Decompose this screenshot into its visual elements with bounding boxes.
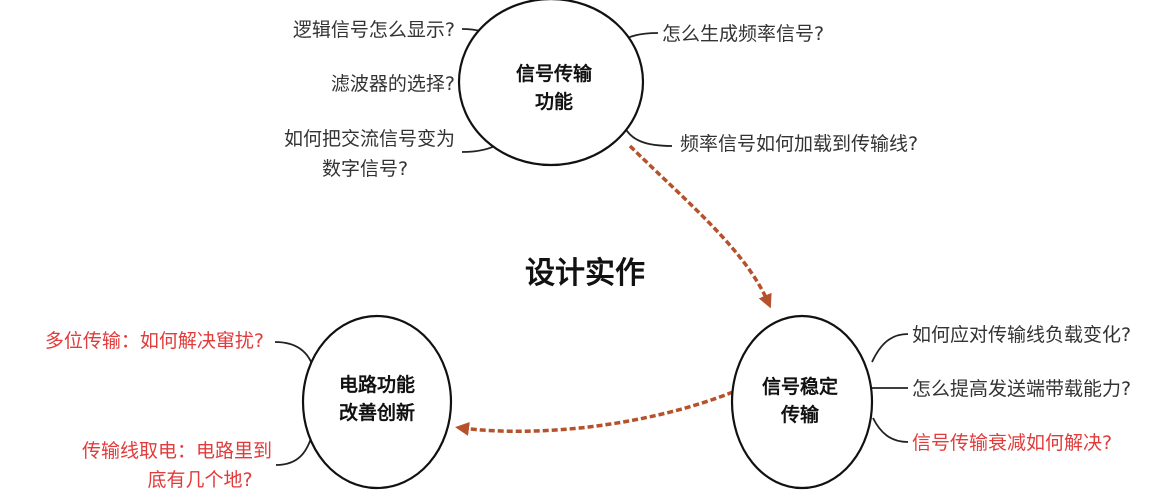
node-improve-line2: 改善创新 [339,401,415,424]
node-transmission-line1: 信号传输 [516,62,593,85]
node-improve-circle [301,314,453,490]
question-text-highlight: 传输线取电：电路里到 [82,440,272,462]
question-text-highlight: 底有几个地? [147,469,252,491]
connector [275,431,314,466]
node-improve-line1: 电路功能 [339,373,415,396]
node-transmission-line2: 功能 [535,90,573,113]
question-text: 滤波器的选择? [331,73,455,95]
node-stable-line2: 传输 [780,403,820,426]
flow-arrow-to-stable [628,144,772,309]
node-stable-line1: 信号稳定 [762,375,838,398]
question-text: 频率信号如何加载到传输线? [680,133,918,155]
question-text: 怎么提高发送端带载能力? [912,378,1131,400]
question-text-highlight: 多位传输：如何解决窜扰? [45,330,264,352]
node-transmission-circle [457,0,645,167]
connector [624,127,673,147]
connector [872,417,909,443]
question-text: 数字信号? [322,158,408,180]
question-text: 逻辑信号怎么显示? [293,19,455,41]
connector [274,341,315,371]
diagram-title: 设计实作 [525,256,645,291]
question-text: 如何把交流信号变为 [284,128,455,150]
question-text: 怎么生成频率信号? [662,23,824,45]
question-text-highlight: 信号传输衰减如何解决? [912,432,1112,454]
node-stable-circle [730,314,874,490]
flow-arrow-to-improve [455,390,734,436]
question-text: 如何应对传输线负载变化? [912,324,1131,346]
connector [871,333,909,363]
